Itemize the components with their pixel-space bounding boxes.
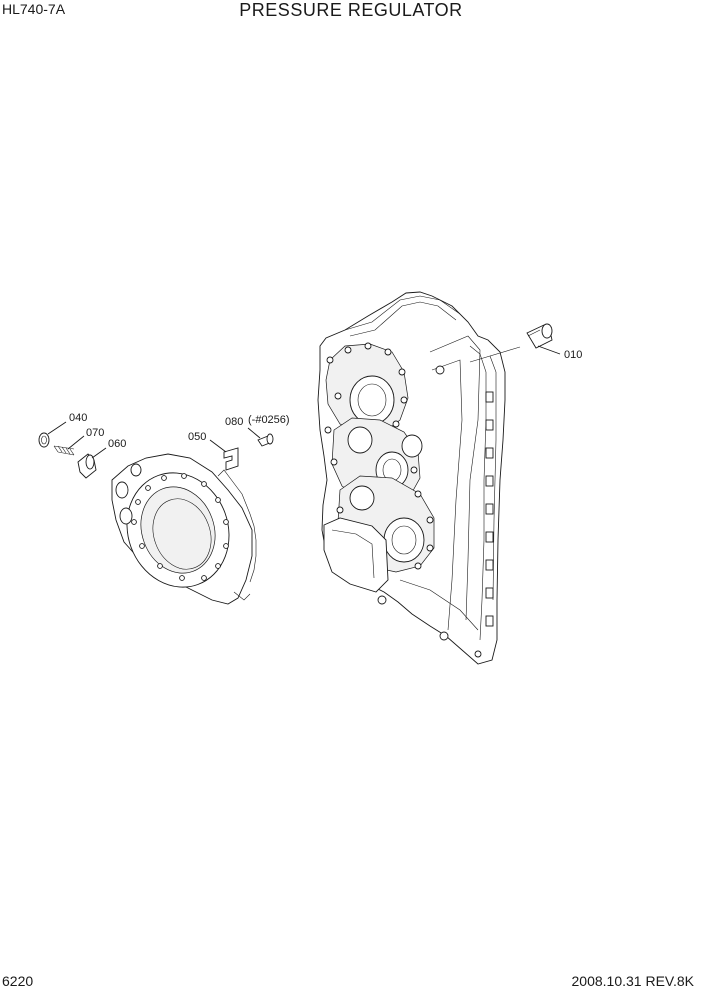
leader-070 <box>67 435 85 450</box>
axis-010 <box>469 346 521 363</box>
part-040-snap-ring <box>38 432 50 448</box>
leader-050 <box>209 439 227 453</box>
callout-050: 050 <box>188 431 206 443</box>
part-080-screw <box>257 433 274 447</box>
transmission-housing <box>317 291 506 665</box>
cover-bolt-holes <box>131 473 229 581</box>
revision-label: 2008.10.31 REV.8K <box>571 973 694 989</box>
part-010-plug <box>526 323 553 349</box>
pressure-regulator-cover <box>111 453 257 605</box>
part-060-piston <box>77 453 97 479</box>
callout-060: 060 <box>108 438 126 450</box>
page-number: 6220 <box>2 973 34 989</box>
leader-060 <box>91 447 107 459</box>
housing-ribs <box>485 391 494 627</box>
callout-070: 070 <box>86 427 104 439</box>
leader-010 <box>537 345 561 355</box>
page-title: PRESSURE REGULATOR <box>239 0 463 20</box>
callout-010: 010 <box>564 349 582 361</box>
part-070-spring <box>53 445 75 456</box>
model-label: HL740-7A <box>2 1 66 17</box>
callout-040: 040 <box>69 412 87 424</box>
leader-040 <box>47 421 67 435</box>
callout-080-serial-note: (-#0256) <box>248 414 290 426</box>
callout-080: 080 <box>225 416 243 428</box>
housing-bolt-holes <box>324 342 482 658</box>
leader-080 <box>247 427 261 439</box>
part-050-gasket <box>223 447 239 471</box>
